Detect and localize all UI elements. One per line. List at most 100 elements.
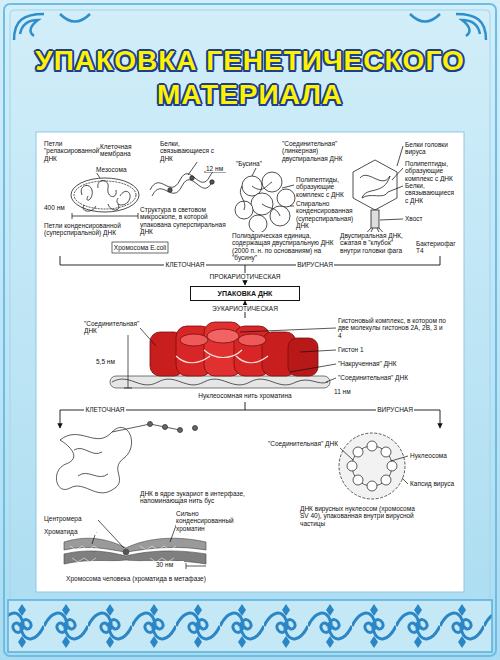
diagram-label: Петли конденсированной (суперспиральной)… [44, 222, 138, 237]
dna-fiber [150, 158, 228, 196]
metaphase-chromosome-part [70, 546, 176, 562]
packaging-arrows-part [440, 256, 441, 265]
phage-t4-part [388, 186, 403, 192]
viral-minichromosome [339, 433, 408, 499]
ecoli-cell-part [112, 242, 168, 253]
diagram-label: Спирально конденсированная (суперспираль… [296, 200, 350, 229]
diagram-label: "Соединительная" ДНК [268, 440, 338, 447]
frame-part [10, 10, 490, 650]
diagram-label: Бактериофаг T4 [416, 240, 460, 255]
nucleosome-fiber-part-part [176, 350, 268, 363]
diagram-label: Клеточная мембрана [100, 143, 140, 158]
bead-cluster-part [252, 168, 256, 176]
phage-t4-part [360, 175, 390, 198]
diagram-panel [36, 132, 464, 592]
diagram-label: Хромосома E.coli [113, 244, 167, 251]
ornament-band [8, 600, 492, 652]
bead-cluster-part [277, 189, 295, 207]
diagram-label: Нуклеосома [410, 452, 460, 459]
ecoli-cell-part [72, 213, 73, 219]
diagram-label: КЛЕТОЧНАЯ [164, 261, 205, 268]
diagram-label: Гистоновый комплекс, в котором по две мо… [338, 317, 448, 339]
bead-cluster-part [290, 206, 294, 207]
nucleosome-fiber-part-part [207, 329, 239, 343]
diagram-label: 30 нм [156, 561, 184, 568]
metaphase-chromosome-part-part [186, 563, 187, 569]
diagram-label: Полиэдрическая единица, содержащая двусп… [232, 232, 336, 261]
viral-minichromosome-part-part [381, 475, 391, 485]
dna-fiber-part [152, 180, 212, 196]
diagram-label: Хвост [405, 215, 445, 222]
viral-minichromosome-part-part [381, 447, 391, 457]
interphase-chromatin-part [148, 422, 153, 427]
diagram-label: КЛЕТОЧНАЯ [84, 406, 125, 413]
frame [4, 4, 496, 656]
diagram-label: Центромера [44, 515, 96, 522]
ecoli-cell-part [83, 204, 119, 211]
metaphase-chromosome-part [123, 549, 129, 555]
phage-t4-part [397, 146, 403, 166]
interphase-chromatin-part [74, 448, 108, 476]
bead-cluster-part [249, 215, 267, 233]
diagram-label: 12 нм [206, 165, 236, 172]
diagram-label: Структура в световом микроскопе, в котор… [140, 206, 232, 235]
packaging-arrows-part [60, 265, 440, 266]
diagram-label: Сильно конденсированный хроматин [176, 510, 242, 532]
nucleosome-fiber-part-part [240, 328, 336, 332]
diagram-label: ВИРУСНАЯ [296, 261, 334, 268]
phage-t4 [353, 146, 403, 242]
viral-minichromosome-part-part [367, 481, 377, 491]
metaphase-chromosome-part [64, 551, 206, 564]
interphase-chromatin-part [163, 425, 168, 430]
ecoli-cell-part [138, 213, 139, 219]
diagram-label: ПРОКАРИОТИЧЕСКАЯ [209, 273, 282, 280]
packaging-arrows-part [245, 402, 246, 410]
packaging-box: УПАКОВКА ДНК [190, 286, 300, 301]
poster-title: УПАКОВКА ГЕНЕТИЧЕСКОГО МАТЕРИАЛА [20, 44, 480, 112]
packaging-arrows-part [440, 410, 441, 428]
phage-t4-part [380, 219, 403, 220]
nucleosome-fiber-part-part [238, 334, 266, 346]
diagram-label: "Соединительная" (линкерная) двуспиральн… [282, 140, 352, 162]
corner-ornament-part [60, 14, 440, 22]
bead-cluster [235, 168, 295, 233]
nucleosome-fiber-part-part [124, 388, 132, 389]
viral-minichromosome-part [352, 446, 392, 486]
interphase-chromatin-part [193, 426, 198, 431]
nucleosome-fiber-part-part [128, 334, 129, 388]
diagram-label: "Соединительная" ДНК [338, 374, 428, 381]
packaging-arrows-part [60, 256, 61, 265]
corner-ornament [14, 14, 486, 40]
diagram-label: 400 нм [44, 204, 72, 211]
diagram-label: 5,5 нм [96, 358, 124, 365]
bead-cluster-part [240, 182, 280, 216]
diagram-label: Капсид вируса [410, 480, 460, 487]
packaging-arrows-part [60, 410, 61, 428]
ecoli-cell-part [72, 216, 138, 217]
phage-t4-part [392, 168, 403, 180]
diagram-label: Двуспиральная ДНК, сжатая в "клубок" вну… [340, 232, 412, 254]
nucleosome-fiber-part-part [288, 338, 318, 376]
diagram-label: Хромосома человека (хроматида в метафазе… [65, 575, 207, 582]
nucleosome-fiber-part-part [300, 350, 336, 352]
metaphase-chromosome-part-part [98, 520, 124, 548]
diagram-label: "Бусина" [236, 160, 270, 167]
diagram-label: Белки, связывающиеся с ДНК [405, 182, 459, 204]
viral-minichromosome-part-part [387, 461, 397, 471]
viral-minichromosome-part-part [353, 475, 363, 485]
phage-t4-part [371, 210, 379, 228]
metaphase-chromosome-part [64, 538, 206, 552]
diagram-label: Хроматида [44, 528, 96, 535]
diagram-label: Гистон 1 [338, 346, 408, 353]
ecoli-cell-part [74, 181, 136, 209]
interphase-chromatin-part [56, 427, 131, 492]
corner-ornament-part [456, 14, 486, 40]
viral-minichromosome-part-part [402, 478, 408, 484]
diagram-label: "Соединительная" ДНК [84, 320, 140, 335]
dna-fiber-part [168, 188, 172, 192]
interphase-chromatin [56, 422, 197, 493]
nucleosome-fiber-part [112, 379, 328, 385]
diagram-label: Мезосома [96, 166, 136, 173]
frame-part [4, 4, 496, 656]
